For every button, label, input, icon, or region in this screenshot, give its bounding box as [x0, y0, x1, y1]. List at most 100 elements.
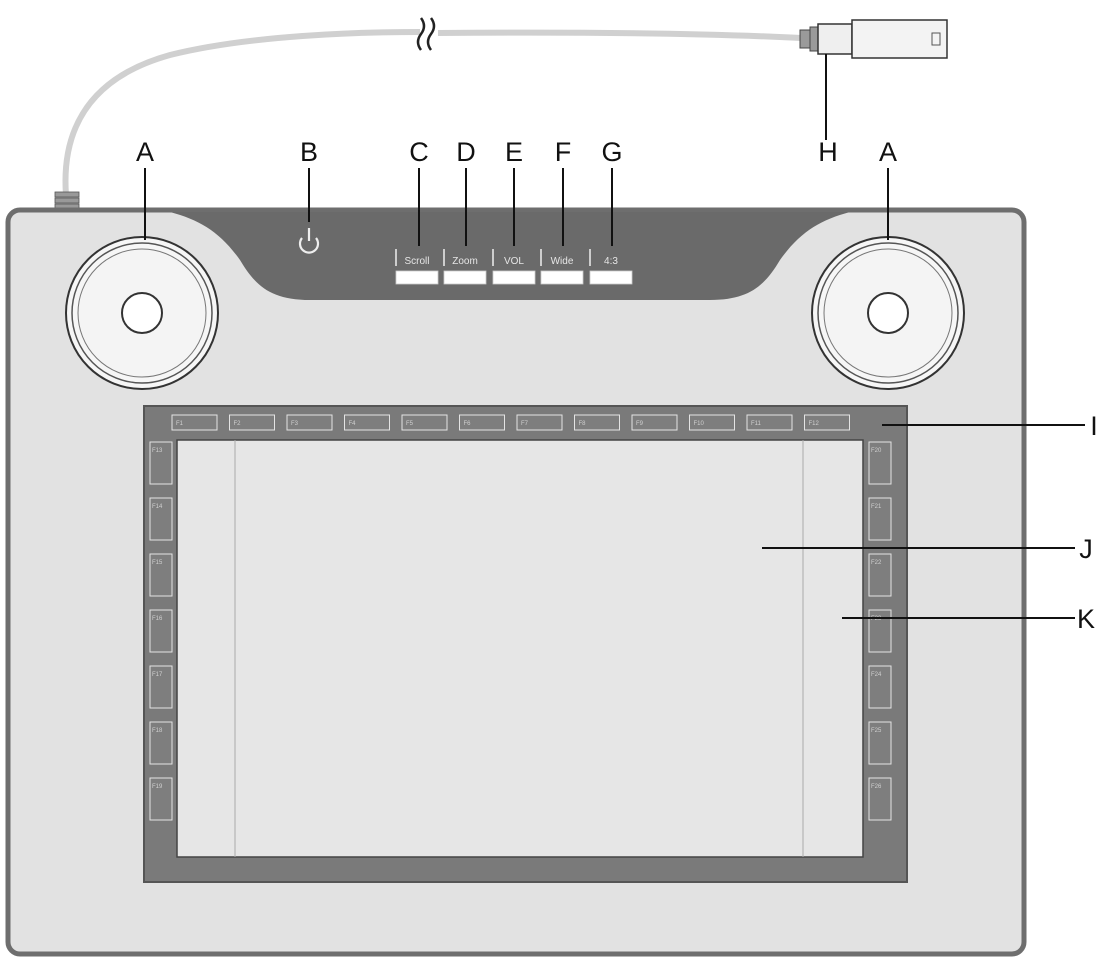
- function-key-f22[interactable]: F22: [868, 553, 892, 597]
- function-key-box[interactable]: [344, 414, 390, 431]
- control-button-label: Scroll: [404, 256, 429, 267]
- function-key-f9[interactable]: F9: [631, 414, 678, 431]
- function-key-box[interactable]: [868, 777, 892, 821]
- function-key-f3[interactable]: F3: [286, 414, 333, 431]
- function-key-f26[interactable]: F26: [868, 777, 892, 821]
- function-key-f11[interactable]: F11: [746, 414, 793, 431]
- function-key-f10[interactable]: F10: [689, 414, 735, 431]
- function-key-f17[interactable]: F17: [149, 665, 173, 709]
- function-key-f4[interactable]: F4: [344, 414, 390, 431]
- control-button-scroll[interactable]: Scroll: [395, 249, 439, 285]
- control-button-key[interactable]: [443, 270, 487, 285]
- function-key-f15[interactable]: F15: [149, 553, 173, 597]
- function-key-box[interactable]: [149, 609, 173, 653]
- function-key-box[interactable]: [286, 414, 333, 431]
- function-key-f23[interactable]: F23: [868, 609, 892, 653]
- usb-cable-right: [437, 29, 803, 41]
- callout-a-left: A: [136, 137, 154, 167]
- function-key-f6[interactable]: F6: [459, 414, 505, 431]
- function-key-box[interactable]: [689, 414, 735, 431]
- function-key-label: F14: [152, 504, 163, 510]
- function-key-box[interactable]: [149, 497, 173, 541]
- function-key-label: F24: [871, 672, 882, 678]
- function-key-box[interactable]: [804, 414, 850, 431]
- function-key-f20[interactable]: F20: [868, 441, 892, 485]
- function-key-label: F11: [751, 421, 762, 427]
- callout-i: I: [1090, 411, 1098, 441]
- function-key-box[interactable]: [149, 721, 173, 765]
- function-key-f16[interactable]: F16: [149, 609, 173, 653]
- function-key-label: F18: [152, 728, 163, 734]
- function-key-box[interactable]: [868, 441, 892, 485]
- function-key-f8[interactable]: F8: [574, 414, 620, 431]
- function-key-label: F4: [349, 421, 357, 427]
- function-key-label: F6: [464, 421, 472, 427]
- control-button-4-3[interactable]: 4:3: [589, 249, 633, 285]
- function-key-box[interactable]: [868, 497, 892, 541]
- function-key-f2[interactable]: F2: [229, 414, 275, 431]
- top-control-bar: [170, 212, 850, 300]
- function-keys-top: F1 F2 F3 F4 F5 F6 F7 F8 F9 F10 F11 F12: [171, 414, 850, 431]
- function-key-box[interactable]: [459, 414, 505, 431]
- function-key-f1[interactable]: F1: [171, 414, 218, 431]
- function-key-box[interactable]: [574, 414, 620, 431]
- function-key-box[interactable]: [149, 441, 173, 485]
- control-button-wide[interactable]: Wide: [540, 249, 584, 285]
- function-key-f5[interactable]: F5: [401, 414, 448, 431]
- function-key-box[interactable]: [171, 414, 218, 431]
- function-key-box[interactable]: [868, 609, 892, 653]
- function-key-box[interactable]: [868, 721, 892, 765]
- function-key-f24[interactable]: F24: [868, 665, 892, 709]
- function-key-label: F12: [809, 421, 820, 427]
- power-icon[interactable]: [298, 228, 320, 254]
- function-keys-right: F20F21F22F23F24F25F26: [868, 441, 892, 821]
- control-button-key[interactable]: [589, 270, 633, 285]
- control-button-zoom[interactable]: Zoom: [443, 249, 487, 285]
- function-key-box[interactable]: [149, 553, 173, 597]
- right-dial[interactable]: [811, 236, 965, 390]
- function-key-label: F10: [694, 421, 705, 427]
- control-button-vol[interactable]: VOL: [492, 249, 536, 285]
- function-key-box[interactable]: [229, 414, 275, 431]
- function-key-label: F7: [521, 421, 529, 427]
- function-key-f14[interactable]: F14: [149, 497, 173, 541]
- callout-h: H: [818, 137, 838, 167]
- left-dial[interactable]: [65, 236, 219, 390]
- function-key-f13[interactable]: F13: [149, 441, 173, 485]
- function-key-f19[interactable]: F19: [149, 777, 173, 821]
- function-key-label: F22: [871, 560, 882, 566]
- function-key-f7[interactable]: F7: [516, 414, 563, 431]
- function-key-box[interactable]: [868, 665, 892, 709]
- cable-strain-relief: [54, 191, 80, 210]
- function-key-label: F21: [871, 504, 882, 510]
- function-key-label: F9: [636, 421, 644, 427]
- callout-j: J: [1079, 534, 1093, 564]
- function-key-label: F8: [579, 421, 587, 427]
- callout-k: K: [1077, 604, 1095, 634]
- function-key-box[interactable]: [516, 414, 563, 431]
- control-button-label: Zoom: [452, 256, 478, 267]
- function-key-box[interactable]: [149, 777, 173, 821]
- usb-connector: [799, 19, 948, 59]
- function-key-f12[interactable]: F12: [804, 414, 850, 431]
- function-key-box[interactable]: [401, 414, 448, 431]
- function-key-box[interactable]: [746, 414, 793, 431]
- control-button-key[interactable]: [540, 270, 584, 285]
- drawing-area[interactable]: [176, 439, 864, 858]
- function-key-label: F1: [176, 421, 184, 427]
- function-key-f25[interactable]: F25: [868, 721, 892, 765]
- function-key-f21[interactable]: F21: [868, 497, 892, 541]
- callout-b: B: [300, 137, 318, 167]
- cable-break-symbol: [416, 17, 436, 51]
- function-key-box[interactable]: [631, 414, 678, 431]
- function-key-box[interactable]: [868, 553, 892, 597]
- control-button-label: Wide: [551, 256, 574, 267]
- control-button-key[interactable]: [395, 270, 439, 285]
- function-key-f18[interactable]: F18: [149, 721, 173, 765]
- function-key-box[interactable]: [149, 665, 173, 709]
- callout-c: C: [409, 137, 429, 167]
- function-key-label: F26: [871, 784, 882, 790]
- control-button-key[interactable]: [492, 270, 536, 285]
